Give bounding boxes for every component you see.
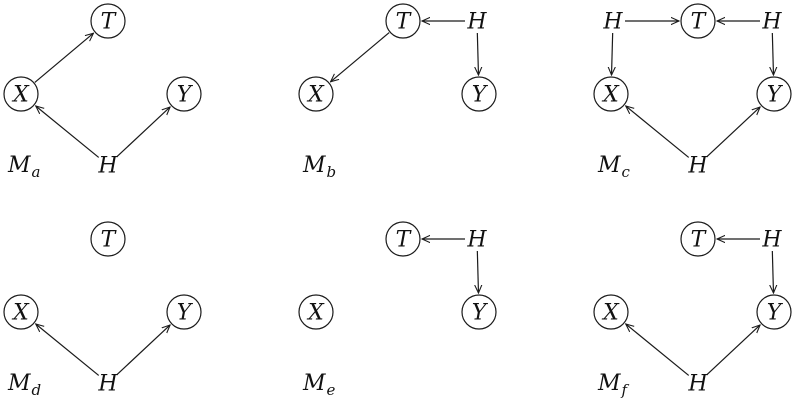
node-y-label: Y xyxy=(177,83,194,108)
hidden-node-htr: H xyxy=(466,10,487,35)
node-x-label: X xyxy=(306,83,325,108)
node-t-label: T xyxy=(101,10,118,35)
node-x-circle xyxy=(298,76,334,112)
model-label-c: Mc xyxy=(597,153,631,181)
model-label-e: Me xyxy=(302,371,336,399)
edge-x-to-t xyxy=(34,33,94,83)
node-x-label: X xyxy=(11,83,30,108)
edge-t-to-x xyxy=(331,32,390,82)
model-label-f: Mf xyxy=(597,371,630,399)
node-y-circle xyxy=(461,76,497,112)
node-t-circle xyxy=(680,3,716,39)
node-x-label: X xyxy=(601,83,620,108)
model-panel-a: T X Y H Ma xyxy=(3,3,202,181)
edge-htr-to-y xyxy=(477,32,478,75)
node-y-circle xyxy=(461,294,497,330)
node-t-circle xyxy=(680,221,716,257)
model-panel-e: T X Y H Me xyxy=(298,221,497,399)
node-x-circle xyxy=(298,294,334,330)
edge-htr-to-y xyxy=(477,250,478,293)
edge-hb-to-x xyxy=(36,324,100,376)
edge-hb-to-x xyxy=(626,324,690,376)
node-y-circle xyxy=(166,294,202,330)
node-t-circle xyxy=(385,3,421,39)
edge-htr-to-y xyxy=(772,32,773,75)
node-y-label: Y xyxy=(472,301,489,326)
model-panel-f: T X Y H H Mf xyxy=(593,221,792,399)
edge-hb-to-y xyxy=(706,107,760,158)
node-t-label: T xyxy=(101,228,118,253)
node-t-circle xyxy=(385,221,421,257)
node-y-label: Y xyxy=(767,83,784,108)
node-x-circle xyxy=(3,76,39,112)
node-y-label: Y xyxy=(472,83,489,108)
model-label-d: Md xyxy=(7,371,41,399)
hidden-node-htl: H xyxy=(602,10,623,35)
edge-hb-to-y xyxy=(116,107,170,158)
node-x-circle xyxy=(3,294,39,330)
node-x-circle xyxy=(593,294,629,330)
edge-hb-to-y xyxy=(706,325,760,376)
node-y-circle xyxy=(756,294,792,330)
hidden-node-hb: H xyxy=(687,372,708,397)
node-y-circle xyxy=(756,76,792,112)
edge-hb-to-y xyxy=(116,325,170,376)
node-x-label: X xyxy=(601,301,620,326)
node-t-circle xyxy=(90,221,126,257)
node-t-label: T xyxy=(396,10,413,35)
node-y-label: Y xyxy=(767,301,784,326)
node-t-label: T xyxy=(396,228,413,253)
edge-hb-to-x xyxy=(36,106,100,158)
edge-htl-to-x xyxy=(612,32,613,75)
node-x-circle xyxy=(593,76,629,112)
model-panel-c: T X Y H H H Mc xyxy=(593,3,792,181)
hidden-node-htr: H xyxy=(761,10,782,35)
node-t-label: T xyxy=(691,228,708,253)
hidden-node-htr: H xyxy=(761,228,782,253)
edge-htr-to-y xyxy=(772,250,773,293)
hidden-node-hb: H xyxy=(97,154,118,179)
hidden-node-htr: H xyxy=(466,228,487,253)
node-t-circle xyxy=(90,3,126,39)
edge-hb-to-x xyxy=(626,106,690,158)
hidden-node-hb: H xyxy=(97,372,118,397)
model-panel-b: T X Y H Mb xyxy=(298,3,497,181)
model-label-b: Mb xyxy=(302,153,336,181)
hidden-node-hb: H xyxy=(687,154,708,179)
node-y-label: Y xyxy=(177,301,194,326)
node-t-label: T xyxy=(691,10,708,35)
node-x-label: X xyxy=(11,301,30,326)
model-panel-d: T X Y H Md xyxy=(3,221,202,399)
node-y-circle xyxy=(166,76,202,112)
model-label-a: Ma xyxy=(7,153,40,181)
node-x-label: X xyxy=(306,301,325,326)
